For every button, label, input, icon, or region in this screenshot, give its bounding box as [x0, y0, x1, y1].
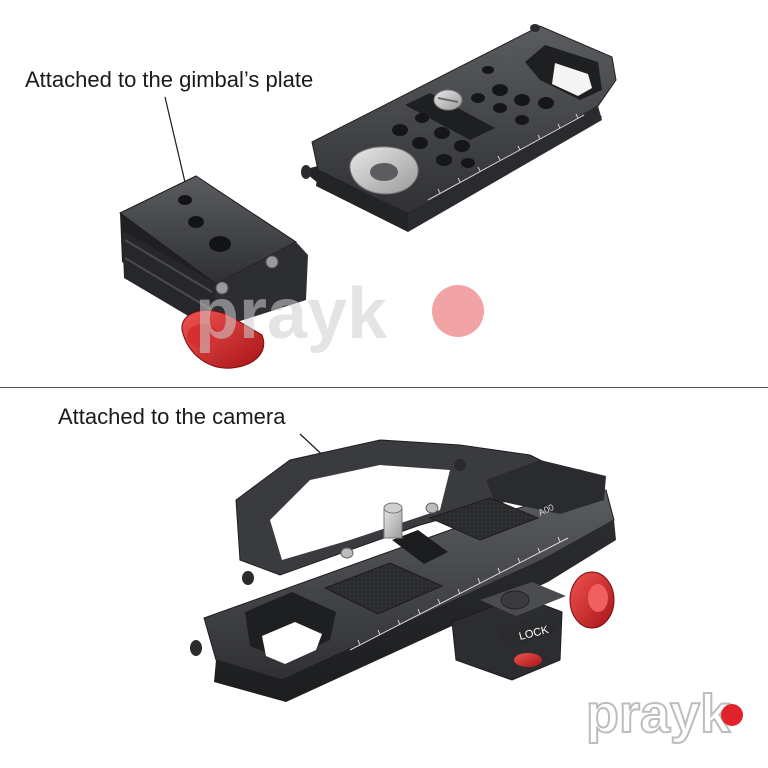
watermark-center-text: prayk — [195, 274, 388, 354]
watermark-center: prayk — [195, 274, 484, 354]
watermark-brand-text: prayk — [586, 684, 731, 744]
caption-gimbal-plate: Attached to the gimbal’s plate — [25, 67, 314, 92]
long-plate-top — [301, 24, 617, 232]
assembled-plate-bottom: A00 LOCK — [190, 439, 616, 702]
watermark-center-dot — [432, 285, 484, 337]
watermark-brand-dot — [721, 704, 743, 726]
section-divider — [0, 387, 768, 388]
caption-camera: Attached to the camera — [58, 404, 286, 429]
watermark-brand: prayk — [585, 683, 743, 745]
small-clamp-top: LOCK — [119, 175, 308, 369]
